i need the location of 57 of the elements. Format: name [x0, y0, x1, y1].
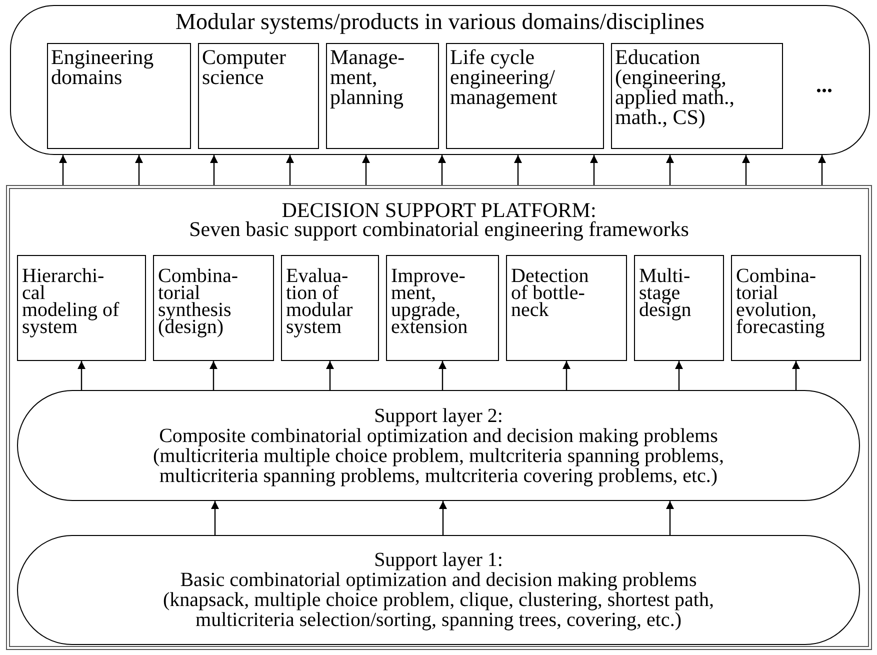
box-text: Manage- ment, planning — [330, 47, 406, 107]
arrow — [666, 155, 674, 185]
box-text: Multi- stage design — [639, 268, 692, 319]
domain-box — [47, 43, 191, 149]
arrow — [742, 155, 750, 185]
arrow — [675, 361, 683, 390]
layer-title: Support layer 1: — [374, 550, 503, 570]
box-text: Education (engineering, applied math., math., CS) — [615, 47, 736, 127]
framework-box — [386, 255, 499, 361]
arrow — [438, 155, 446, 185]
arrow — [210, 155, 218, 185]
box-text: Improve- ment, upgrade, extension — [391, 268, 469, 336]
panel-title: DECISION SUPPORT PLATFORM: — [282, 201, 596, 220]
box-text: Evalua- tion of modular system — [286, 268, 354, 336]
arrow — [438, 361, 446, 390]
framework-box — [634, 255, 724, 361]
arrow — [590, 155, 598, 185]
arrow — [562, 361, 570, 390]
arrow — [135, 155, 143, 185]
arrow — [818, 155, 826, 185]
box-text: Engineering domains — [51, 47, 155, 87]
arrow — [362, 155, 370, 185]
box-text: Hierarchi- cal modeling of system — [22, 268, 120, 336]
panel-title: Modular systems/products in various domains/disciplines — [176, 10, 704, 34]
framework-box — [281, 255, 379, 361]
arrow — [286, 155, 294, 185]
box-text: (knapsack, multiple choice problem, clique, clustering, shortest path, multicriteria selection/sorting, spanning trees, covering, etc.) — [162, 590, 715, 630]
domain-group-box — [10, 5, 870, 155]
box-text: Combina- torial evolution, forecasting — [736, 268, 826, 336]
arrow — [326, 361, 334, 390]
ellipsis-text: ... — [816, 71, 832, 99]
box-text: Computer science — [202, 47, 287, 87]
domain-box — [326, 43, 439, 149]
arrow — [78, 361, 86, 390]
box-text: Detection of bottle- neck — [511, 268, 590, 319]
box-text: Life cycle engineering/ management — [450, 47, 558, 107]
box-text: Combina- torial synthesis (design) — [158, 268, 239, 336]
box-text: Composite combinatorial optimization and decision making problems — [159, 426, 718, 446]
arrow — [210, 361, 218, 390]
domain-box — [611, 43, 783, 149]
arrow — [59, 155, 67, 185]
arrow — [514, 155, 522, 185]
arrow — [439, 501, 447, 535]
domain-box — [446, 43, 604, 149]
domain-box — [198, 43, 319, 149]
framework-box — [731, 255, 861, 361]
box-text: Basic combinatorial optimization and decision making problems — [180, 570, 697, 590]
box-text: (multicriteria multiple choice problem, multcriteria spanning problems, multicriteria spanning problems, multcriteria covering problems, etc.) — [152, 446, 725, 486]
panel-title: Seven basic support combinatorial engineering frameworks — [189, 220, 689, 239]
layer-title: Support layer 2: — [374, 406, 503, 426]
framework-box — [17, 255, 146, 361]
arrow — [792, 361, 800, 390]
arrow — [211, 501, 219, 535]
framework-box — [506, 255, 627, 361]
platform-frame — [6, 185, 872, 650]
arrow — [666, 501, 674, 535]
framework-box — [153, 255, 274, 361]
